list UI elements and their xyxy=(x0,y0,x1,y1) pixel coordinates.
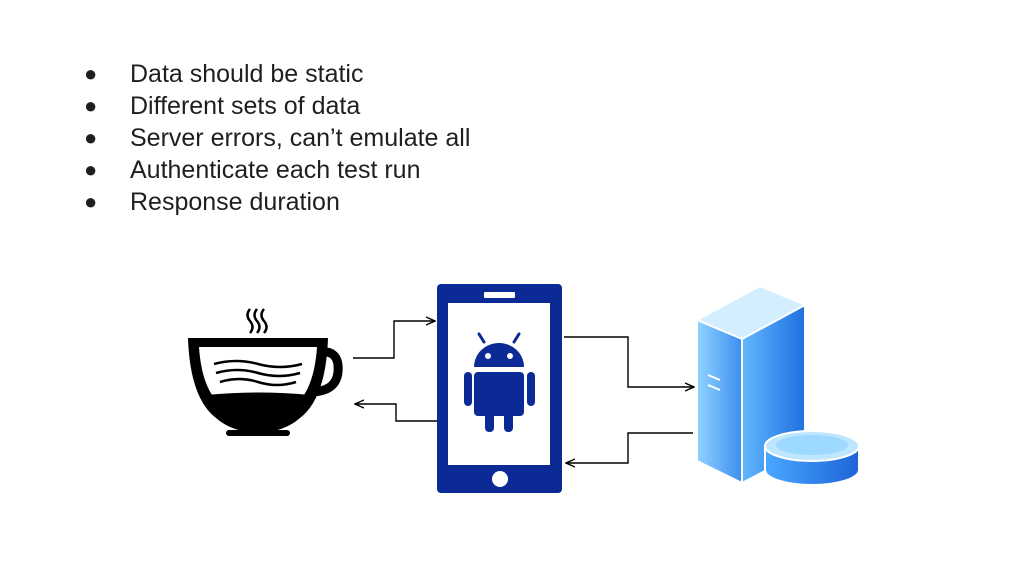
bullet-text: Different sets of data xyxy=(130,92,361,120)
bullet-list: ● Data should be static ● Different sets o… xyxy=(84,58,470,218)
bullet-item: ● Data should be static xyxy=(84,58,470,90)
bullet-text: Authenticate each test run xyxy=(130,156,421,184)
bullet-item: ● Different sets of data xyxy=(84,90,470,122)
bullet-text: Response duration xyxy=(130,188,340,216)
bullet-dot: ● xyxy=(84,189,98,214)
android-robot-icon xyxy=(464,332,535,432)
arrow-phone-to-server xyxy=(564,336,694,387)
android-phone-icon xyxy=(437,284,562,493)
server-database-icon xyxy=(694,284,860,486)
bullet-dot: ● xyxy=(84,157,98,182)
arrow-cup-to-phone xyxy=(353,321,435,359)
bullet-dot: ● xyxy=(84,61,98,86)
arrow-phone-to-cup xyxy=(355,404,437,422)
bullet-item: ● Server errors, can’t emulate all xyxy=(84,122,470,154)
arrow-server-to-phone xyxy=(566,432,693,463)
bullet-text: Server errors, can’t emulate all xyxy=(130,124,471,152)
bullet-item: ● Response duration xyxy=(84,186,470,218)
bullet-text: Data should be static xyxy=(130,60,364,88)
coffee-cup-icon xyxy=(188,308,343,436)
bullet-item: ● Authenticate each test run xyxy=(84,154,470,186)
bullet-dot: ● xyxy=(84,125,98,150)
bullet-dot: ● xyxy=(84,93,98,118)
